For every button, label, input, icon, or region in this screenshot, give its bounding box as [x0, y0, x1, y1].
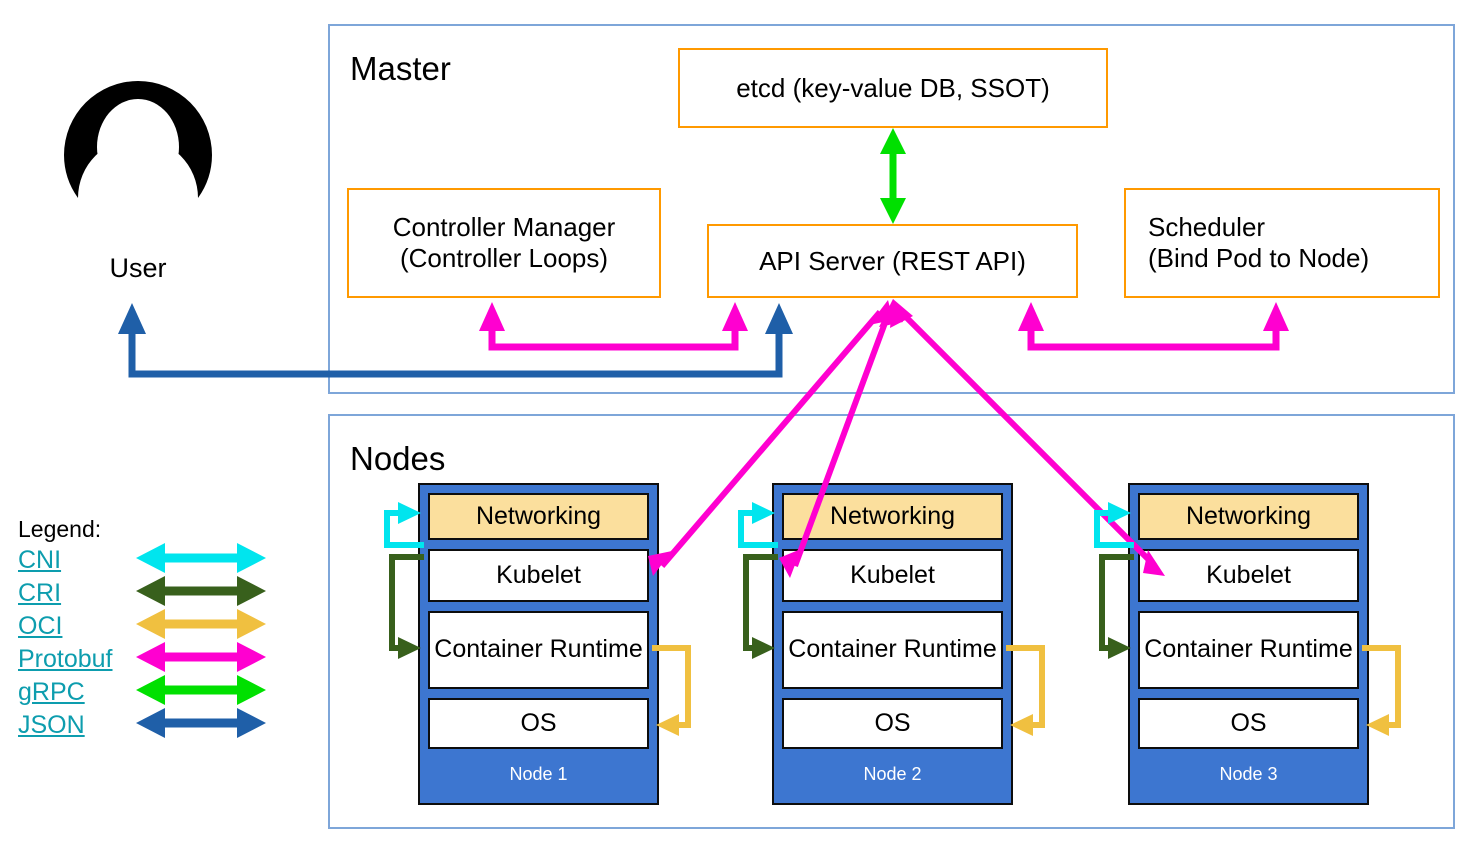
node-2-label: Node 2	[863, 764, 922, 784]
node-2[interactable]: Networking Kubelet Container Runtime OS …	[772, 483, 1013, 805]
node-3-networking-label: Networking	[1185, 501, 1312, 530]
legend-link-json[interactable]: JSON	[18, 711, 85, 739]
node-1-networking[interactable]: Networking	[428, 493, 649, 540]
node-2-container-runtime[interactable]: Container Runtime	[782, 611, 1003, 689]
etcd-label: etcd (key-value DB, SSOT)	[736, 72, 1050, 103]
master-title: Master	[350, 50, 451, 87]
node-1-container-runtime-label: Container Runtime	[434, 635, 643, 664]
node-2-kubelet-label: Kubelet	[850, 560, 935, 589]
node-1-os[interactable]: OS	[428, 698, 649, 749]
legend-link-grpc[interactable]: gRPC	[18, 678, 85, 706]
node-1[interactable]: Networking Kubelet Container Runtime OS …	[418, 483, 659, 805]
node-3-label: Node 3	[1219, 764, 1278, 784]
node-3-container-runtime[interactable]: Container Runtime	[1138, 611, 1359, 689]
controller-manager-box[interactable]: Controller Manager (Controller Loops)	[347, 188, 661, 298]
node-2-networking[interactable]: Networking	[782, 493, 1003, 540]
node-1-container-runtime[interactable]: Container Runtime	[428, 611, 649, 689]
legend-link-oci[interactable]: OCI	[18, 612, 63, 640]
user-label: User	[109, 253, 167, 283]
node-2-os-label: OS	[874, 708, 911, 737]
node-3-os-label: OS	[1230, 708, 1267, 737]
node-2-networking-label: Networking	[829, 501, 956, 530]
node-1-label: Node 1	[509, 764, 568, 784]
node-3-container-runtime-label: Container Runtime	[1144, 635, 1353, 664]
scheduler-box[interactable]: Scheduler (Bind Pod to Node)	[1124, 188, 1440, 298]
controller-manager-line2: (Controller Loops)	[399, 243, 609, 273]
node-1-os-label: OS	[520, 708, 557, 737]
node-3-networking[interactable]: Networking	[1138, 493, 1359, 540]
controller-manager-line1: Controller Manager	[392, 212, 616, 243]
etcd-box[interactable]: etcd (key-value DB, SSOT)	[678, 48, 1108, 128]
node-1-kubelet-label: Kubelet	[496, 560, 581, 589]
node-3-kubelet-label: Kubelet	[1206, 560, 1291, 589]
scheduler-line1: Scheduler	[1148, 212, 1266, 243]
nodes-title: Nodes	[350, 440, 446, 477]
api-server-label: API Server (REST API)	[759, 245, 1026, 276]
legend-link-cri[interactable]: CRI	[18, 579, 62, 607]
node-3-kubelet[interactable]: Kubelet	[1138, 549, 1359, 602]
legend-link-cni[interactable]: CNI	[18, 546, 62, 574]
node-3-os[interactable]: OS	[1138, 698, 1359, 749]
legend-link-protobuf[interactable]: Protobuf	[18, 645, 113, 673]
node-3[interactable]: Networking Kubelet Container Runtime OS …	[1128, 483, 1369, 805]
node-2-kubelet[interactable]: Kubelet	[782, 549, 1003, 602]
node-2-os[interactable]: OS	[782, 698, 1003, 749]
node-1-networking-label: Networking	[475, 501, 602, 530]
node-1-kubelet[interactable]: Kubelet	[428, 549, 649, 602]
api-server-box[interactable]: API Server (REST API)	[707, 224, 1078, 298]
node-2-container-runtime-label: Container Runtime	[788, 635, 997, 664]
legend-title: Legend:	[18, 516, 102, 542]
scheduler-line2: (Bind Pod to Node)	[1148, 243, 1370, 273]
